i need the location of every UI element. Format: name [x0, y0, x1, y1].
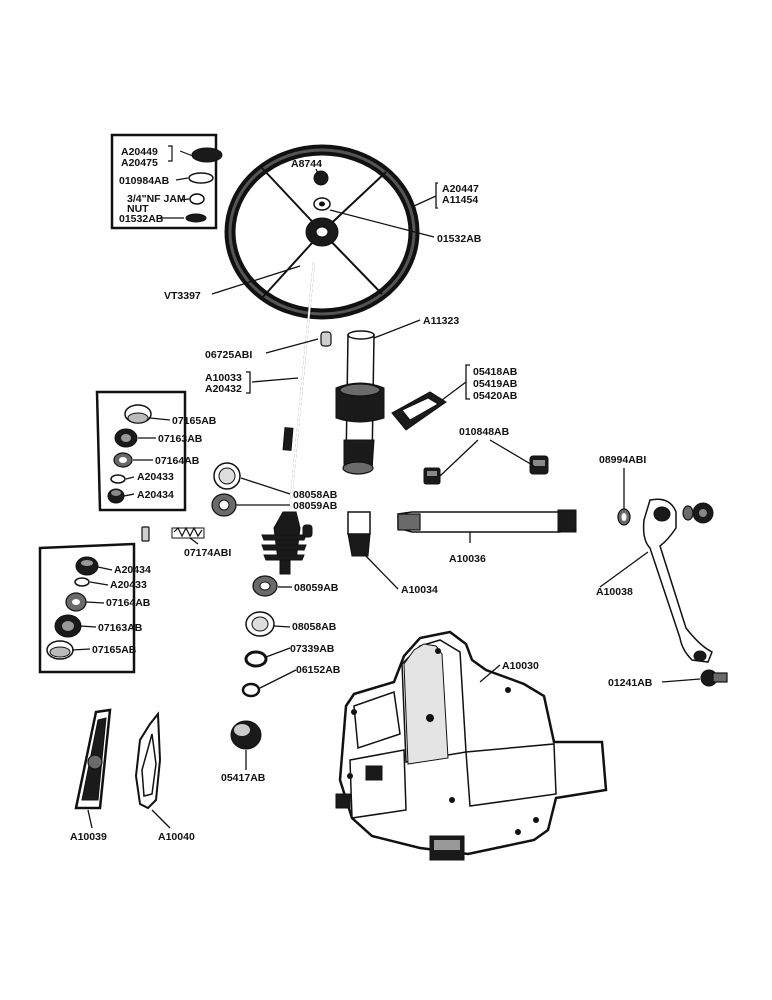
label-07163ab-upper: 07163AB — [158, 433, 203, 445]
steering-worm — [261, 511, 307, 575]
upper-bearing-box — [95, 390, 187, 512]
cover-plate — [74, 708, 112, 810]
label-01532ab-inset: 01532AB — [119, 213, 164, 225]
label-08058ab-lower: 08058AB — [292, 621, 337, 633]
label-a20449: A20449 — [121, 146, 158, 158]
label-a10038: A10038 — [596, 586, 633, 598]
callout-labels: A20449 A20475 010984AB 3/4"NF JAM NUT 01… — [70, 146, 653, 843]
label-a10036: A10036 — [449, 553, 486, 565]
gasket — [134, 711, 162, 810]
inset-hardware-box — [110, 133, 223, 230]
label-a10030: A10030 — [502, 660, 539, 672]
label-jam-nut: 3/4"NF JAM — [127, 193, 186, 205]
ball-stud — [700, 669, 728, 687]
shaft-key — [320, 331, 332, 347]
end-cap — [230, 720, 262, 750]
label-a20475: A20475 — [121, 157, 158, 169]
label-05419ab: 05419AB — [473, 378, 518, 390]
label-07165ab-upper: 07165AB — [172, 415, 217, 427]
label-010848ab: 010848AB — [459, 426, 510, 438]
arm-washer — [682, 505, 694, 521]
sector-arm — [347, 511, 371, 557]
label-a20434-lower: A20434 — [114, 564, 151, 576]
label-07164ab-upper: 07164AB — [155, 455, 200, 467]
label-a20447: A20447 — [442, 183, 479, 195]
label-a10040: A10040 — [158, 831, 195, 843]
arm-nut — [692, 502, 714, 524]
label-a20432: A20432 — [205, 383, 242, 395]
lower-bearing-box — [38, 542, 136, 674]
label-06152ab: 06152AB — [296, 664, 341, 676]
label-a20433-lower: A20433 — [110, 579, 147, 591]
leader-lines — [71, 168, 701, 829]
pitman-arm — [642, 498, 713, 663]
label-07164ab-lower: 07164AB — [106, 597, 151, 609]
steering-shaft — [282, 261, 315, 511]
lower-cone — [252, 575, 278, 597]
label-01241ab: 01241AB — [608, 677, 653, 689]
small-bushing — [302, 524, 313, 538]
upper-cone — [211, 493, 237, 517]
label-08058ab-upper: 08058AB — [293, 489, 338, 501]
label-06725ab1: 06725ABI — [205, 349, 252, 361]
label-a11454: A11454 — [442, 194, 478, 206]
wheel-cap — [313, 170, 329, 186]
column-tube — [335, 330, 385, 475]
label-a11323: A11323 — [423, 315, 459, 327]
label-a10033: A10033 — [205, 372, 242, 384]
upper-cup — [213, 462, 241, 490]
cross-shaft — [397, 509, 577, 533]
label-01532ab: 01532AB — [437, 233, 482, 245]
shim-washer — [244, 650, 268, 668]
spring — [171, 526, 205, 539]
label-a10039: A10039 — [70, 831, 107, 843]
small-stud — [141, 526, 150, 542]
label-a20434-upper: A20434 — [137, 489, 174, 501]
label-07174ab1: 07174ABI — [184, 547, 231, 559]
label-nut: NUT — [127, 203, 149, 215]
label-08994ab1: 08994ABI — [599, 454, 646, 466]
label-08059ab-upper: 08059AB — [293, 500, 338, 512]
label-05417ab: 05417AB — [221, 772, 266, 784]
small-washer — [241, 682, 261, 698]
gasket-plate — [391, 391, 447, 431]
gear-housing — [335, 630, 608, 861]
label-08059ab-lower: 08059AB — [294, 582, 339, 594]
block-left — [423, 467, 441, 485]
label-05420ab: 05420AB — [473, 390, 518, 402]
label-a10034: A10034 — [401, 584, 438, 596]
lock-washer — [617, 508, 631, 526]
label-010984ab: 010984AB — [119, 175, 170, 187]
wheel-nut — [313, 197, 331, 211]
label-05418ab: 05418AB — [473, 366, 518, 378]
label-07165ab-lower: 07165AB — [92, 644, 137, 656]
block-right — [529, 455, 549, 475]
label-07339ab: 07339AB — [290, 643, 335, 655]
lower-cup — [245, 611, 275, 637]
label-a8744: A8744 — [291, 158, 322, 170]
label-a20433-upper: A20433 — [137, 471, 174, 483]
label-vt3397: VT3397 — [164, 290, 201, 302]
label-07163ab-lower: 07163AB — [98, 622, 143, 634]
